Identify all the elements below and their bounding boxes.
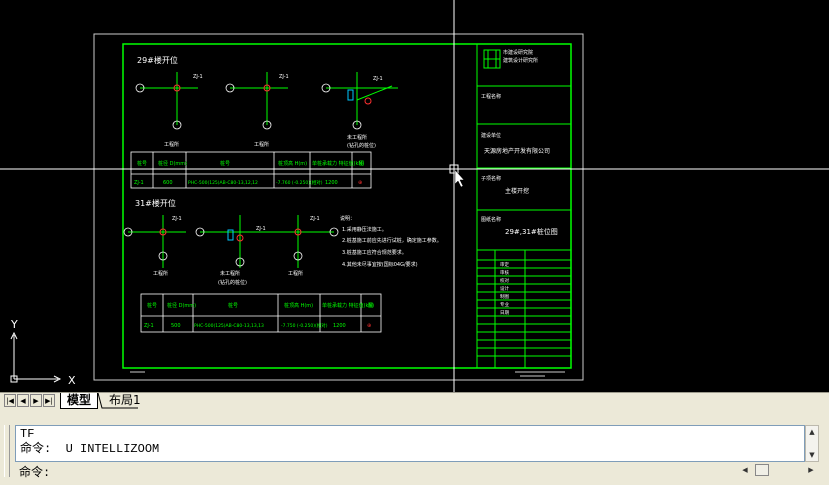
scroll-thumb[interactable] [755, 464, 769, 476]
caption-31-mid-sub: (钻孔的桩位) [218, 279, 247, 286]
next-tab-button[interactable]: ▶ [30, 394, 42, 407]
splitter[interactable] [0, 409, 829, 413]
arrow-cursor-icon [454, 169, 465, 188]
command-prompt[interactable]: 命令: [19, 466, 51, 480]
t2-r5: ⊕ [367, 323, 371, 329]
caption-29-mid: 工程所 [254, 141, 269, 148]
scroll-right-icon[interactable]: ▶ [808, 466, 814, 474]
t1-h5: 图 [359, 161, 364, 167]
node-label-29-3: ZJ-1 [373, 76, 383, 82]
tb-company: 市建设研究院 [503, 49, 533, 56]
tb-role-2: 校对 [500, 277, 509, 284]
tb-project-label: 工程名称 [481, 93, 501, 100]
tab-layout1[interactable]: 布局1 [109, 393, 141, 407]
drawing-canvas[interactable]: 市建设研究院 建筑设计研究所 工程名称 建设单位 天源房地产开发有限公司 子项名… [0, 0, 829, 392]
tb-client-label: 建设单位 [481, 132, 501, 139]
pile-group-31 [128, 215, 334, 268]
scroll-left-icon[interactable]: ◀ [742, 466, 748, 474]
scroll-up-icon[interactable]: ▲ [809, 428, 815, 436]
tb-drawing-name: 29#,31#桩位图 [505, 227, 558, 236]
note-0: 1.采用静压法施工。 [342, 226, 387, 233]
caption-31-mid: 未工程所 [220, 270, 240, 277]
caption-29-right-sub: (钻孔的桩位) [347, 142, 376, 149]
drawing-frame [122, 43, 572, 369]
t1-h0: 桩号 [137, 160, 147, 167]
history-scrollbar[interactable]: ▲ ▼ [805, 425, 819, 462]
notes-title: 说明： [340, 215, 355, 222]
tb-role-0: 审定 [500, 261, 509, 268]
t1-r0: ZJ-1 [134, 180, 144, 186]
tb-client: 天源房地产开发有限公司 [484, 147, 550, 155]
tb-item: 主楼开挖 [505, 187, 529, 195]
t1-h4: 单桩承载力 特征值(kN) [312, 160, 364, 167]
note-1: 2.桩基施工前应先进行试桩，确定施工参数。 [342, 237, 442, 244]
node-label-31-1: ZJ-1 [172, 216, 182, 222]
t1-h3: 桩顶高 H(m) [278, 160, 307, 167]
node-label-29-2: ZJ-1 [279, 74, 289, 80]
caption-31-left: 工程所 [153, 270, 168, 277]
caption-31-right: 工程所 [288, 270, 303, 277]
t1-h2: 桩号 [220, 160, 230, 167]
t1-r4: 1200 [325, 180, 338, 186]
t2-h5: 图 [368, 303, 373, 309]
ucs-y-label: Y [10, 318, 18, 331]
drawing-svg: 市建设研究院 建筑设计研究所 工程名称 建设单位 天源房地产开发有限公司 子项名… [0, 0, 829, 392]
layout-tab-bar: |◀ ◀ ▶ ▶| 模型 布局1 [0, 392, 829, 409]
t1-r3: -7.760 (-0.250)(相对) [276, 179, 323, 186]
command-window-grip[interactable] [4, 425, 10, 477]
ucs-x-label: X [68, 374, 76, 387]
node-label-29-1: ZJ-1 [193, 74, 203, 80]
tb-role-6: 日期 [500, 310, 509, 316]
t2-h0: 桩号 [147, 302, 157, 309]
command-window: TF 命令: U INTELLIZOOM ▲ ▼ 命令: ◀ ▶ [0, 413, 829, 485]
tb-drawing-label: 图纸名称 [481, 216, 501, 223]
tb-role-4: 制图 [500, 293, 509, 300]
pile-group-29 [140, 72, 398, 125]
ucs-icon [10, 331, 62, 383]
t2-r3: -7.750 (-0.250)(相对) [281, 322, 328, 329]
node-label-31-2: ZJ-1 [256, 226, 266, 232]
title-block [476, 44, 571, 368]
tb-item-label: 子项名称 [481, 175, 501, 182]
t2-r2: PHC-500(125)AB-C80-13,13,13 [194, 323, 264, 329]
sheet2-title: 31#楼开位 [135, 198, 176, 208]
tab-model[interactable]: 模型 [60, 393, 99, 409]
table-31 [140, 293, 382, 333]
caption-29-left: 工程所 [164, 141, 179, 148]
t1-r1: 600 [163, 180, 173, 186]
t2-h4: 单桩承载力 特征值(kN) [322, 302, 374, 309]
caption-29-right: 未工程所 [347, 134, 367, 141]
t1-h1: 桩径 D(mm) [158, 160, 187, 167]
history-line-2: 命令: U INTELLIZOOM [20, 442, 160, 456]
note-2: 3.桩基施工应符合规范要求。 [342, 249, 407, 256]
t2-h2: 桩号 [228, 302, 238, 309]
table-29 [130, 151, 372, 189]
crosshair-cursor [0, 0, 829, 392]
paper-border [93, 33, 584, 381]
history-line-1: TF [20, 427, 35, 441]
sheet1-title: 29#楼开位 [137, 55, 178, 65]
t1-r2: PHC-500(125)AB-C80-13,12,12 [188, 180, 258, 186]
node-label-31-3: ZJ-1 [310, 216, 320, 222]
tb-company-sub: 建筑设计研究所 [503, 57, 538, 64]
t2-h3: 桩顶高 H(m) [284, 302, 313, 309]
tb-role-5: 专业 [500, 301, 509, 308]
prev-tab-button[interactable]: ◀ [17, 394, 29, 407]
tab-outline [98, 393, 138, 409]
t2-h1: 桩径 D(mm) [167, 302, 196, 309]
t2-r1: 500 [171, 323, 181, 329]
command-hscrollbar[interactable]: ◀ ▶ [740, 463, 820, 477]
t2-r0: ZJ-1 [144, 323, 154, 329]
last-tab-button[interactable]: ▶| [43, 394, 55, 407]
first-tab-button[interactable]: |◀ [4, 394, 16, 407]
note-3: 4.其他未尽事宜按(国标04G/要求) [342, 261, 418, 268]
t2-r4: 1200 [333, 323, 346, 329]
scroll-down-icon[interactable]: ▼ [809, 451, 815, 459]
tb-role-3: 设计 [500, 285, 509, 292]
command-history[interactable]: TF 命令: U INTELLIZOOM [15, 425, 805, 462]
tb-role-1: 审核 [500, 269, 509, 276]
t1-r5: ⊕ [358, 180, 362, 186]
